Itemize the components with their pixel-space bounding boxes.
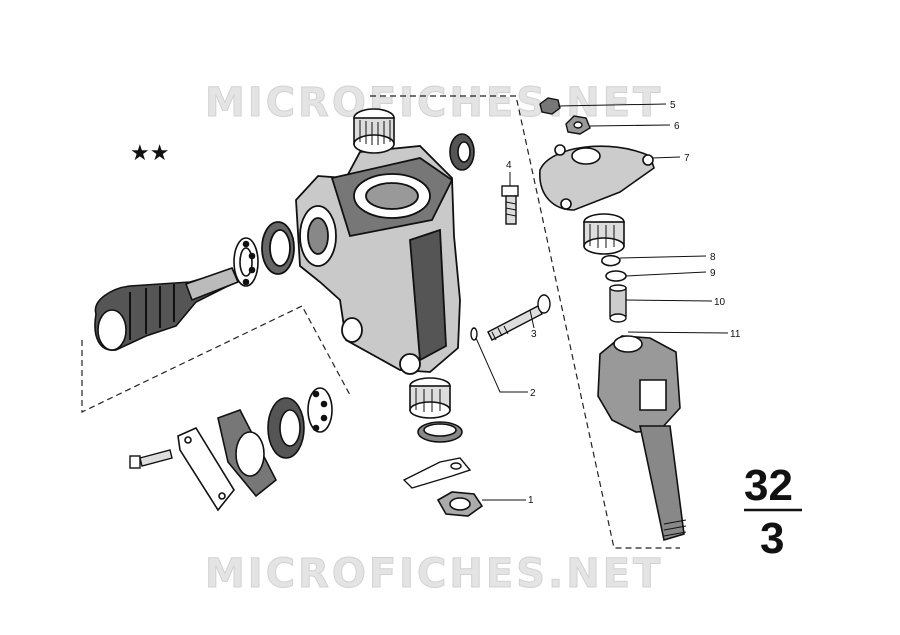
cover-bolt [129, 449, 173, 469]
shaft-seal-top [449, 133, 475, 171]
ball-bearing-cage [233, 237, 259, 287]
nut-part-5 [539, 97, 561, 115]
spring-washer-part-2 [470, 327, 478, 341]
callout-3: 3 [531, 329, 537, 340]
nut-part-6 [565, 115, 591, 135]
bearing-ring-lower [417, 421, 463, 443]
adjuster-screw-part-10 [609, 284, 627, 323]
cover-gasket [217, 409, 278, 498]
needle-bearing-right [583, 213, 625, 255]
circlip-part-8 [601, 254, 621, 267]
section-sub-number: 3 [760, 514, 784, 563]
steering-box-housing [295, 145, 461, 375]
callout-11: 11 [730, 329, 741, 340]
needle-bearing-top [353, 108, 395, 154]
worm-shaft-boot [94, 266, 240, 351]
watermark-top: MICROFICHES.NET [205, 80, 663, 126]
cover-seal [267, 397, 305, 459]
callout-10: 10 [714, 297, 726, 308]
bolt-part-4 [501, 185, 519, 225]
watermark-bottom: MICROFICHES.NET [205, 551, 663, 597]
cover-plate [177, 426, 235, 512]
marker-stars: ★★ [130, 141, 169, 166]
section-group-number: 32 [744, 461, 793, 510]
callout-6: 6 [674, 121, 680, 132]
leader-lines [475, 103, 729, 501]
callout-1: 1 [528, 495, 534, 506]
callout-2: 2 [530, 388, 536, 399]
callout-5: 5 [670, 100, 676, 111]
top-cover-part-7 [539, 144, 655, 211]
long-bolt-part-3 [487, 294, 551, 341]
callout-9: 9 [710, 268, 716, 279]
needle-bearing-lower [409, 377, 451, 419]
callout-7: 7 [684, 153, 690, 164]
callout-4: 4 [506, 160, 512, 171]
outer-race-ring [261, 221, 295, 275]
callout-8: 8 [710, 252, 716, 263]
sector-shaft-part-11 [597, 335, 687, 542]
lock-nut-part-1 [436, 491, 484, 517]
assembly-group-lines [81, 95, 680, 549]
cover-bearing-cage [307, 387, 333, 433]
washer-part-9 [605, 270, 627, 282]
lock-plate [402, 457, 472, 489]
